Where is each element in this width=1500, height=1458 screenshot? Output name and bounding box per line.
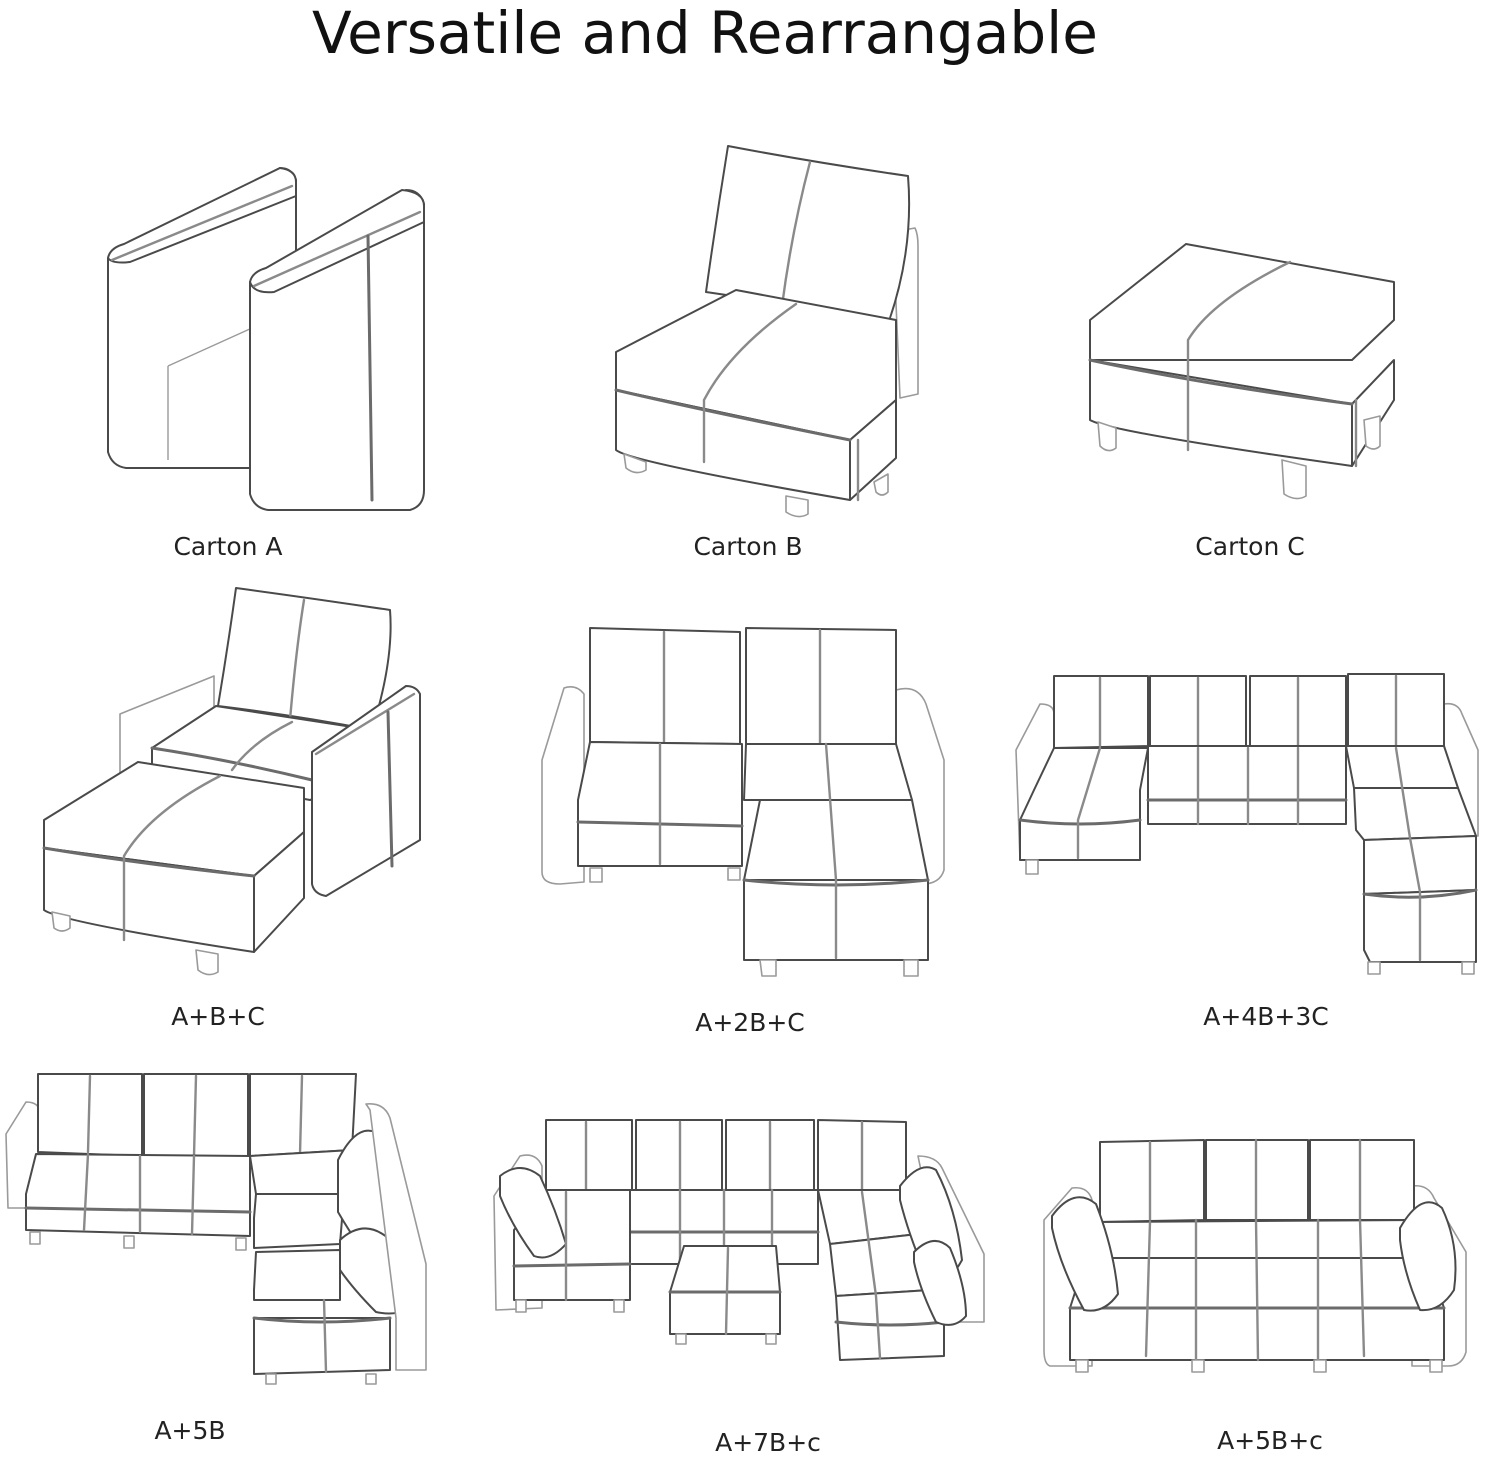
carton-b-illustration [614, 145, 919, 518]
label-a-5b: A+5B [154, 1416, 226, 1445]
label-a-2b-c: A+2B+C [695, 1008, 805, 1037]
label-carton-c: Carton C [1195, 532, 1305, 561]
a-2b-c-illustration [541, 627, 945, 977]
a-4b-3c-illustration [1015, 673, 1479, 975]
label-carton-a: Carton A [173, 532, 283, 561]
page-title: Versatile and Rearrangable [312, 0, 1098, 67]
a-5b-illustration [5, 1073, 427, 1385]
a-5b-c-illustration [1043, 1138, 1467, 1373]
label-a-5b-c: A+5B+c [1217, 1426, 1323, 1455]
label-a-7b-c: A+7B+c [715, 1428, 821, 1457]
label-a-b-c: A+B+C [171, 1002, 265, 1031]
label-carton-b: Carton B [693, 532, 803, 561]
a-7b-c-illustration [493, 1119, 985, 1361]
carton-c-illustration [1088, 243, 1395, 500]
label-a-4b-3c: A+4B+3C [1203, 1002, 1329, 1031]
carton-a-illustration [107, 167, 425, 511]
a-b-c-illustration [42, 587, 421, 976]
